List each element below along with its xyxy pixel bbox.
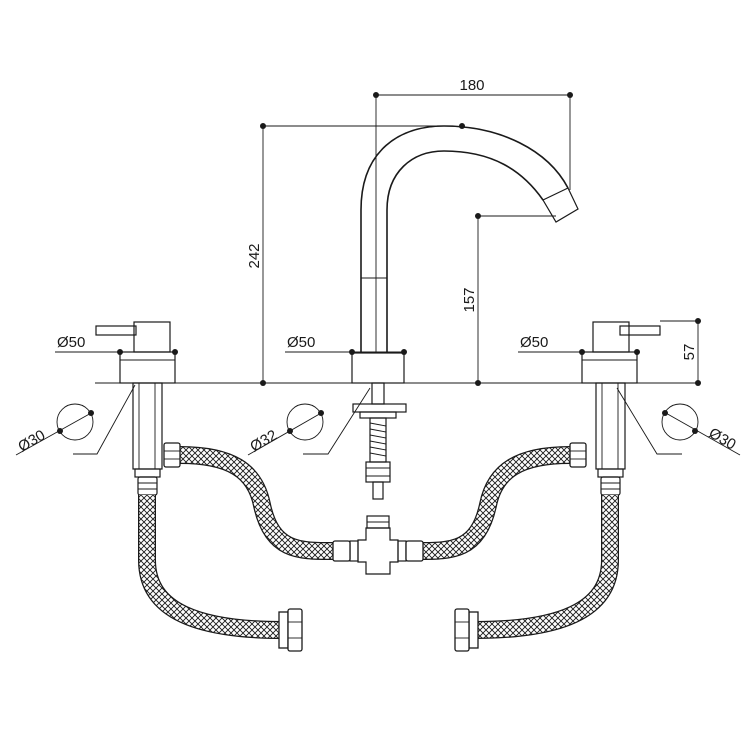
dimension-label-left-hole: Ø30 xyxy=(15,427,48,456)
dimension-left-handle-dia: Ø50 xyxy=(55,334,178,355)
left-valve-body xyxy=(132,382,163,496)
spout-shank xyxy=(352,382,407,500)
dimension-label-outlet: 157 xyxy=(461,287,478,312)
right-supply-hose xyxy=(454,495,619,652)
dimension-right-handle-dia: Ø50 xyxy=(518,334,640,355)
dimension-label-right-dia: Ø50 xyxy=(520,334,548,351)
left-supply-hose xyxy=(138,495,303,652)
tee-connector xyxy=(349,515,407,575)
left-handle xyxy=(95,321,176,384)
right-spout-hose xyxy=(405,442,587,562)
dimension-label-center-hole: Ø32 xyxy=(247,427,280,456)
dimension-label-left-dia: Ø50 xyxy=(57,334,85,351)
dimension-label-center-dia: Ø50 xyxy=(287,334,315,351)
dimension-label-right-hole: Ø30 xyxy=(706,425,739,454)
dimension-label-height: 242 xyxy=(246,243,263,268)
dimension-right-hole-dia: Ø30 xyxy=(616,387,741,456)
right-handle xyxy=(581,321,661,384)
dimension-center-hole-dia: Ø32 xyxy=(247,387,371,456)
right-valve-body xyxy=(595,382,626,496)
dimension-left-hole-dia: Ø30 xyxy=(15,384,136,456)
dimension-total-height: 242 xyxy=(246,123,465,386)
dimension-label-handle: 57 xyxy=(681,344,698,361)
dimension-handle-height: 57 xyxy=(655,318,701,386)
dimension-spout-reach: 180 xyxy=(373,77,573,353)
left-spout-hose xyxy=(163,442,351,562)
dimension-outlet-height: 157 xyxy=(461,213,556,386)
dimension-spout-base-dia: Ø50 xyxy=(285,334,407,355)
dimension-label-reach: 180 xyxy=(459,77,484,94)
